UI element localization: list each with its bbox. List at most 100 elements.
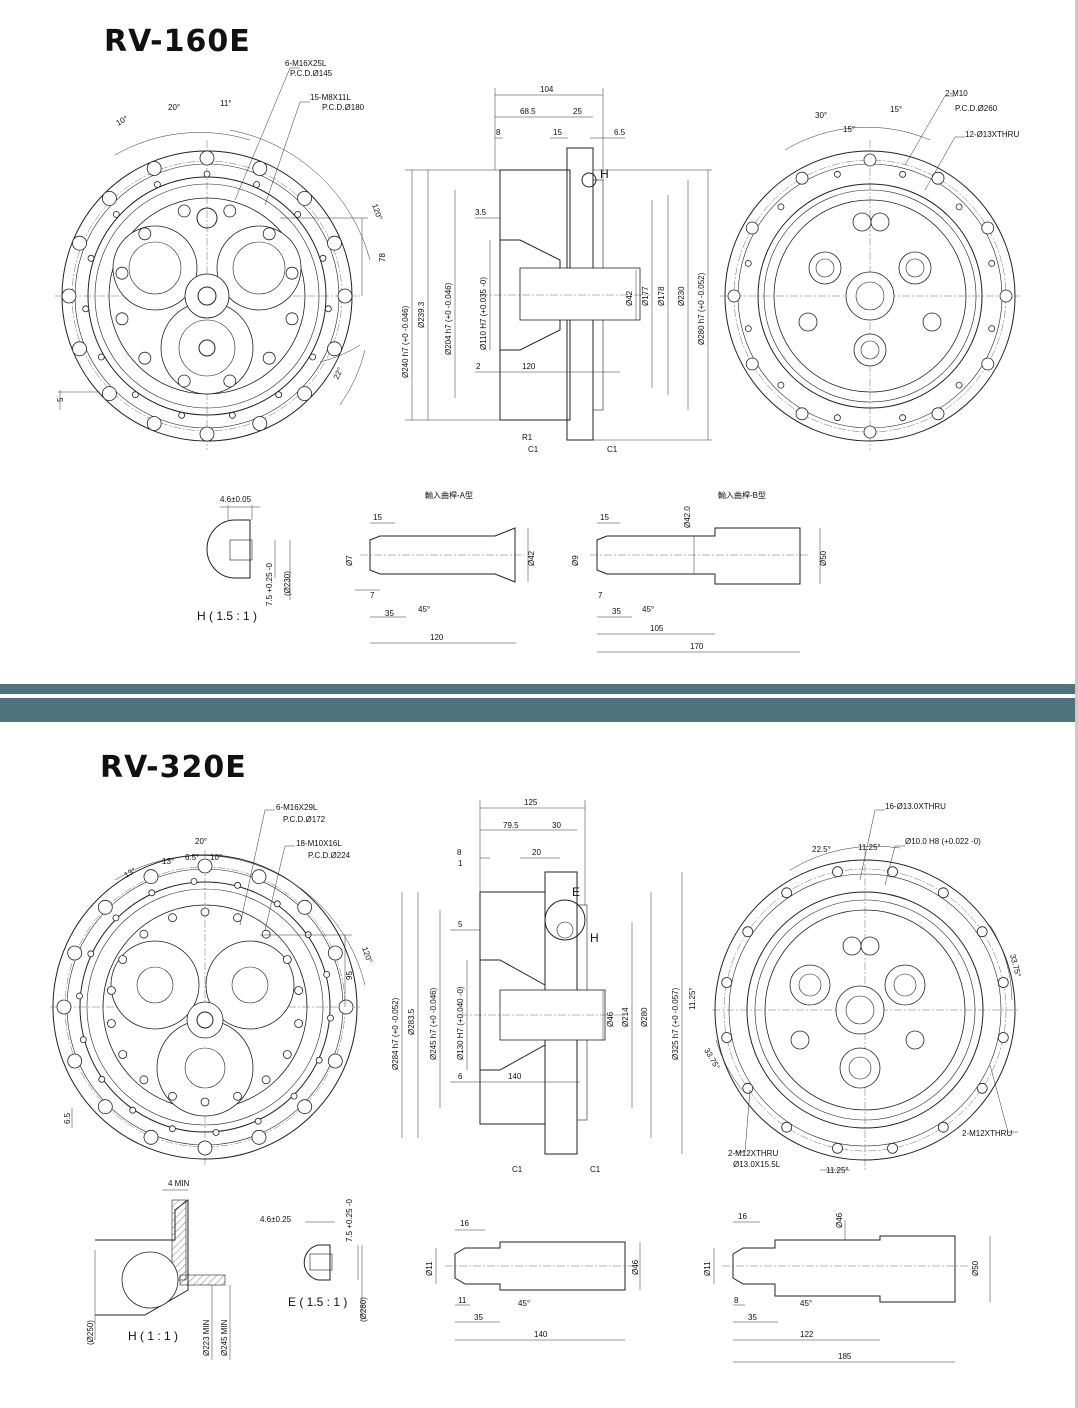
rv160-side-phi178: Ø178 bbox=[657, 286, 666, 306]
rv160-shaft-b-dim-170: 170 bbox=[690, 642, 704, 651]
rv320-rear-angle-11-25a: 11.25° bbox=[858, 843, 881, 852]
rv320-detail-e-width: 4.6±0.25 bbox=[260, 1215, 292, 1224]
bolt-hole bbox=[834, 170, 841, 178]
bolt-hole bbox=[254, 1117, 262, 1125]
bolt-hole bbox=[262, 351, 276, 365]
bolt-hole bbox=[139, 929, 149, 939]
rv320-detail-h-phi245: Ø245 MIN bbox=[220, 1319, 229, 1356]
rv320-front-callout-2: P.C.D.Ø172 bbox=[283, 815, 326, 824]
rv160-side-dim-6-5: 6.5 bbox=[614, 128, 626, 137]
bolt-hole bbox=[197, 858, 213, 874]
rv320-detail-h: 4 MIN (Ø250) Ø223 MIN Ø245 MIN H ( 1 : 1… bbox=[86, 1179, 231, 1360]
rv160-side-c1-right: C1 bbox=[607, 445, 618, 454]
rv320-shaft-b-phi46: Ø46 bbox=[835, 1212, 844, 1228]
bolt-hole bbox=[197, 1140, 213, 1156]
rv320-side-label-h: H bbox=[590, 931, 599, 945]
rv160-side-phi42: Ø42 bbox=[625, 290, 634, 306]
bolt-hole bbox=[285, 266, 299, 280]
bolt-hole bbox=[744, 259, 752, 267]
bolt-hole bbox=[97, 353, 105, 361]
bolt-hole bbox=[795, 171, 809, 185]
rv320e-title: RV-320E bbox=[100, 750, 247, 785]
rv160-shaft-b-dim-15: 15 bbox=[600, 513, 609, 522]
bolt-hole bbox=[131, 391, 139, 399]
bolt-hole bbox=[261, 1075, 271, 1085]
bolt-hole bbox=[744, 325, 752, 333]
rv160-shaft-b-phi9: Ø9 bbox=[571, 555, 580, 566]
rv320-side-label-e: E bbox=[572, 885, 580, 899]
rv320-rear-callout-1: 16-Ø13.0XTHRU bbox=[885, 802, 946, 811]
bolt-hole bbox=[309, 353, 317, 361]
bolt-hole bbox=[727, 289, 741, 303]
bolt-hole bbox=[102, 386, 117, 402]
rv160-shaft-a-angle-45: 45° bbox=[418, 605, 430, 614]
bolt-hole bbox=[273, 900, 281, 908]
rv320-shaft-b: 16 Ø11 8 35 45° Ø46 Ø50 122 185 bbox=[703, 1212, 991, 1363]
bolt-hole bbox=[327, 235, 342, 251]
bolt-hole bbox=[107, 986, 116, 995]
bolt-hole bbox=[168, 1091, 177, 1101]
rv160-rear-angle-30: 30° bbox=[815, 111, 827, 120]
rv160e-title: RV-160E bbox=[104, 24, 251, 59]
bolt-hole bbox=[148, 889, 156, 897]
bolt-hole bbox=[115, 266, 129, 280]
bolt-hole bbox=[319, 254, 327, 262]
rv320-side-phi46: Ø46 bbox=[606, 1011, 615, 1027]
rv320-shaft-b-phi50: Ø50 bbox=[971, 1260, 980, 1276]
rv160-front-callout-1: 6-M16X25L bbox=[285, 59, 327, 68]
bolt-hole bbox=[955, 381, 963, 389]
page-edge bbox=[1075, 0, 1078, 1408]
bolt-hole bbox=[781, 887, 793, 899]
rv320-rear-angle-11-25c: 11.25° bbox=[826, 1166, 849, 1175]
rv320-side-c1-left: C1 bbox=[512, 1165, 523, 1174]
bolt-hole bbox=[87, 950, 95, 958]
bolt-hole bbox=[976, 1082, 988, 1094]
bolt-hole bbox=[118, 1050, 128, 1059]
rv320-side-phi325: Ø325 h7 (+0 -0.057) bbox=[671, 987, 680, 1060]
rv320-side-dim-6: 6 bbox=[458, 1072, 463, 1081]
rv320-shaft-b-dim-185: 185 bbox=[838, 1352, 852, 1361]
rv320-rear-angle-22-5: 22.5° bbox=[812, 845, 831, 854]
bolt-hole bbox=[997, 977, 1009, 988]
bolt-hole bbox=[168, 913, 177, 923]
bolt-hole bbox=[98, 1075, 106, 1083]
bolt-hole bbox=[234, 881, 242, 889]
rv160-front-dim-78: 78 bbox=[378, 253, 387, 262]
bolt-hole bbox=[72, 341, 87, 357]
rv160-rear-angle-15a: 15° bbox=[843, 125, 855, 134]
rv320-detail-h-4min: 4 MIN bbox=[168, 1179, 190, 1188]
rv320-shaft-b-dim-8: 8 bbox=[734, 1296, 739, 1305]
rv160-front-dim-5: 5 bbox=[56, 397, 65, 402]
bolt-hole bbox=[777, 203, 785, 211]
bolt-hole bbox=[863, 153, 877, 167]
rv160-rear-callout-1: 2-M10 bbox=[945, 89, 968, 98]
rv320-side-dim-79-5: 79.5 bbox=[503, 821, 519, 830]
bolt-hole bbox=[294, 1019, 304, 1028]
rv160-side-dim-120: 120 bbox=[522, 362, 536, 371]
bolt-hole bbox=[252, 161, 268, 176]
rv160-shaft-a-dim-7: 7 bbox=[370, 591, 375, 600]
bolt-hole bbox=[937, 887, 949, 899]
rv160-side-phi204: Ø204 h7 (+0 -0.046) bbox=[444, 282, 453, 355]
bolt-hole bbox=[223, 204, 237, 218]
rv320-side-c1-right: C1 bbox=[590, 1165, 601, 1174]
rv160-front-callout-4: P.C.D.Ø180 bbox=[322, 103, 365, 112]
rv160-detail-h-width: 4.6±0.05 bbox=[220, 495, 252, 504]
rv320-side-dim-1: 1 bbox=[458, 859, 463, 868]
bolt-hole bbox=[834, 414, 841, 422]
rv320-shaft-a-dim-16: 16 bbox=[460, 1219, 469, 1228]
bolt-hole bbox=[146, 416, 162, 431]
bolt-hole bbox=[315, 1056, 323, 1064]
rv320-detail-h-phi223: Ø223 MIN bbox=[202, 1319, 211, 1356]
bolt-hole bbox=[297, 1099, 313, 1115]
divider-band-thick bbox=[0, 698, 1078, 722]
rv160-side-label-h: H bbox=[600, 167, 609, 181]
bolt-hole bbox=[981, 357, 995, 371]
rv320-shaft-b-angle-45: 45° bbox=[800, 1299, 812, 1308]
bolt-hole bbox=[304, 931, 312, 939]
rv320-shaft-a-phi46: Ø46 bbox=[631, 1259, 640, 1275]
bolt-hole bbox=[112, 210, 120, 218]
bolt-hole bbox=[275, 391, 283, 399]
bolt-hole bbox=[282, 955, 292, 964]
